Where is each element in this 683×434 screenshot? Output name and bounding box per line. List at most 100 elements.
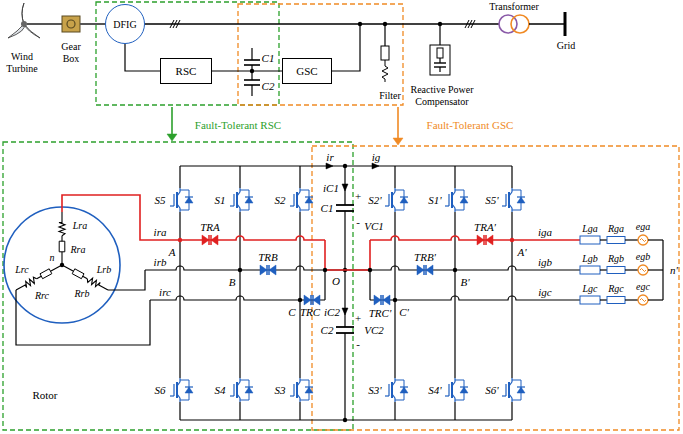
bidirectional-switch: [417, 265, 424, 275]
text-label: Grid: [557, 40, 575, 52]
diode: [400, 386, 408, 387]
symbol-label: TRA: [200, 221, 220, 234]
group-arrow: [397, 107, 399, 139]
current-arrow: [372, 163, 379, 169]
igbt-switch: [290, 395, 294, 396]
diode: [305, 387, 313, 393]
resistor-symbol: [40, 269, 52, 279]
diode: [460, 387, 468, 393]
diode: [517, 387, 525, 393]
igbt-switch: [177, 394, 180, 398]
symbol-label: B: [229, 276, 236, 289]
diode: [245, 386, 253, 387]
wire: [662, 240, 663, 300]
wire: [600, 239, 607, 240]
rotor-winding: [83, 276, 88, 279]
symbol-label: C2: [262, 80, 275, 93]
bidirectional-switch: [312, 295, 314, 305]
igbt-switch: [385, 205, 389, 206]
wire: [251, 85, 252, 96]
turbine-blade: [22, 3, 24, 24]
bidirectional-switch: [383, 295, 390, 305]
symbol-label: S1': [428, 194, 441, 207]
wire: [108, 270, 145, 290]
wire: [332, 24, 360, 71]
symbol-label: B': [460, 276, 469, 289]
diode: [517, 196, 525, 197]
wire: [324, 240, 326, 270]
igbt-switch: [502, 395, 506, 396]
symbol-label: Lgc: [583, 283, 598, 295]
text-label: Gear Box: [54, 41, 88, 64]
wire: [384, 24, 385, 46]
igbt-switch: [290, 205, 294, 206]
inductor-symbol: [16, 277, 37, 290]
wire: [648, 299, 663, 300]
igbt-switch: [177, 382, 180, 386]
bidirectional-switch: [477, 235, 484, 245]
group-arrow: [393, 138, 403, 145]
symbol-label: irc: [159, 286, 171, 299]
capacitor-symbol: [434, 62, 446, 63]
wire: [239, 166, 240, 188]
rotor-winding: [61, 236, 62, 241]
igbt-switch: [297, 382, 300, 386]
symbol-label: irb: [154, 256, 167, 269]
text-label: Wind Turbine: [0, 51, 46, 74]
wire: [600, 299, 607, 300]
wire: [325, 269, 370, 271]
symbol-label: Rgb: [608, 253, 624, 265]
wire: [511, 212, 512, 378]
text-label: Filter: [379, 90, 401, 102]
text-label: Rotor: [32, 389, 57, 402]
phase-marks: [176, 20, 180, 28]
rotor-circle: [4, 207, 120, 323]
symbol-label: S3: [275, 384, 286, 397]
symbol-label: Lgb: [582, 253, 598, 265]
igbt-switch: [392, 394, 395, 398]
igbt-switch: [385, 395, 389, 396]
diode: [305, 196, 313, 197]
diode: [305, 386, 313, 387]
igbt-switch: [502, 205, 506, 206]
igbt-switch: [230, 205, 234, 206]
junction-dot: [453, 268, 457, 272]
diode: [460, 197, 468, 203]
igbt-switch: [388, 384, 389, 396]
text-label: -: [356, 216, 360, 229]
symbol-label: VC1: [364, 220, 384, 233]
node-text: GSC: [296, 65, 317, 77]
symbol-label: n: [50, 252, 55, 264]
wire: [369, 240, 371, 270]
igbt-switch: [452, 204, 455, 208]
wire: [179, 166, 180, 188]
wire: [344, 333, 345, 420]
igbt-switch: [392, 382, 395, 386]
bidirectional-switch: [423, 265, 425, 275]
bidirectional-switch: [425, 265, 427, 275]
wire: [324, 270, 325, 300]
junction-dot: [368, 268, 372, 272]
bidirectional-switch: [208, 235, 210, 245]
wire: [369, 270, 370, 300]
bidirectional-switch: [268, 265, 270, 275]
symbol-label: C1: [321, 202, 334, 215]
symbol-label: igb: [538, 256, 552, 269]
voltage-source: [640, 299, 646, 302]
igbt-switch: [297, 204, 300, 208]
wire: [394, 402, 395, 420]
symbol-label: Lra: [73, 220, 87, 232]
node-text: DFIG: [113, 19, 136, 30]
symbol-label: egb: [636, 251, 650, 263]
junction-dot: [383, 22, 387, 26]
gearbox-symbol: [62, 16, 80, 32]
wire: [179, 402, 180, 420]
symbol-label: ig: [372, 151, 381, 164]
connector: [125, 44, 160, 71]
igbt-switch: [237, 394, 240, 398]
group-arrow: [167, 134, 177, 141]
symbol-label: Rgc: [608, 283, 624, 295]
symbol-label: ira: [154, 226, 167, 239]
wire: [511, 166, 512, 188]
